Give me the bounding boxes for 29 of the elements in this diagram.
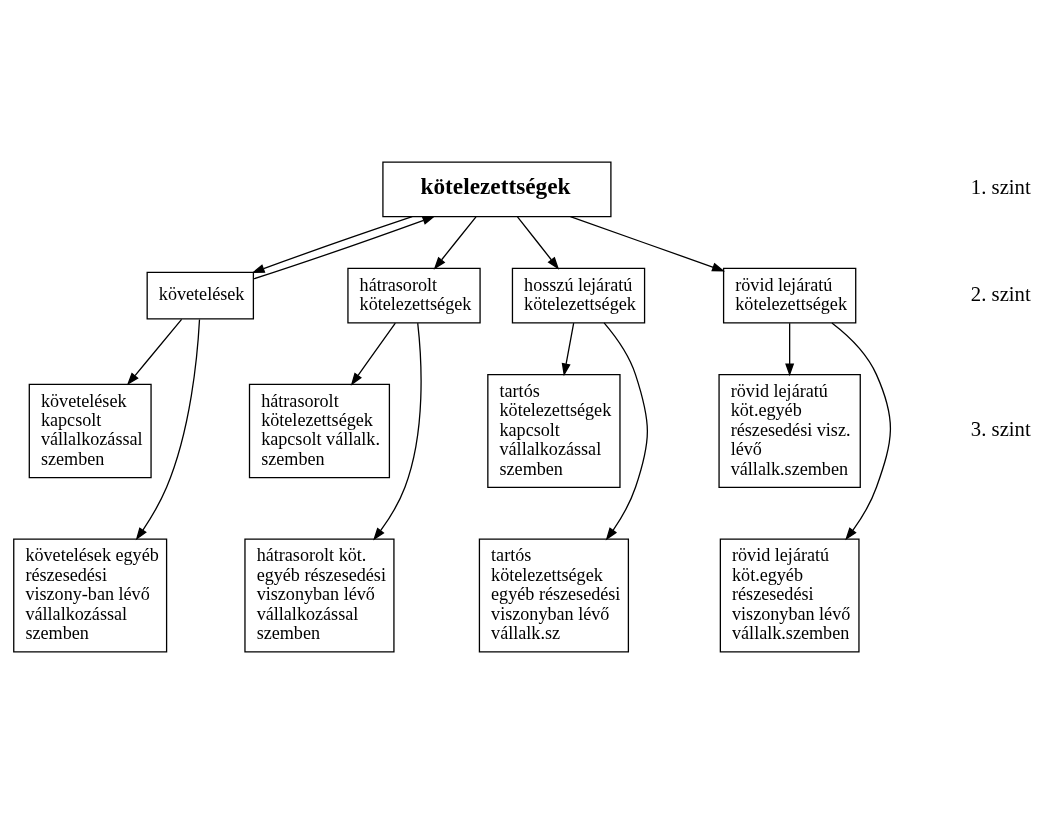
arrow (135, 318, 201, 541)
node-box: hátrasorolt kötelezettségek kapcsolt vállalk. szemben (248, 383, 391, 479)
node-box: követelések kapcsolt vállalkozással szemben (28, 383, 152, 479)
node-box: hosszú lejáratú kötelezettségek (511, 267, 646, 324)
node-box: hátrasorolt köt. egyéb részesedési viszonyban lévő vállalkozással szemben (244, 538, 395, 653)
node-box: követelések egyéb részesedési viszony-ban lévő vállalkozással szemben (13, 538, 168, 653)
arrow (831, 322, 892, 541)
label: 1. szint (970, 176, 1031, 199)
arrow (433, 216, 477, 270)
arrow (603, 322, 649, 541)
node-box: rövid lejáratú köt.egyéb részesedési viszonyban lévő vállalk.szemben (719, 538, 860, 653)
arrow (561, 322, 575, 377)
node-box: rövid lejáratú kötelezettségek (722, 267, 857, 324)
arrow (350, 322, 396, 386)
arrow (251, 216, 413, 273)
node-box: kötelezettségek (382, 161, 612, 218)
arrow (253, 216, 436, 280)
node-box: rövid lejáratú köt.egyéb részesedési visz. lévő vállalk.szemben (718, 373, 861, 488)
node-box: tartós kötelezettségek kapcsolt vállalkozással szemben (487, 373, 621, 488)
node-box: tartós kötelezettségek egyéb részesedési viszonyban lévő vállalk.sz (478, 538, 630, 653)
arrow (373, 322, 422, 541)
label: 3. szint (970, 417, 1031, 440)
node-box: követelések (146, 271, 255, 320)
label: 2. szint (970, 282, 1031, 305)
node-box: hátrasorolt kötelezettségek (347, 267, 481, 324)
arrow (785, 322, 795, 377)
arrow (569, 216, 725, 272)
arrow (516, 216, 560, 270)
arrow (126, 318, 183, 386)
